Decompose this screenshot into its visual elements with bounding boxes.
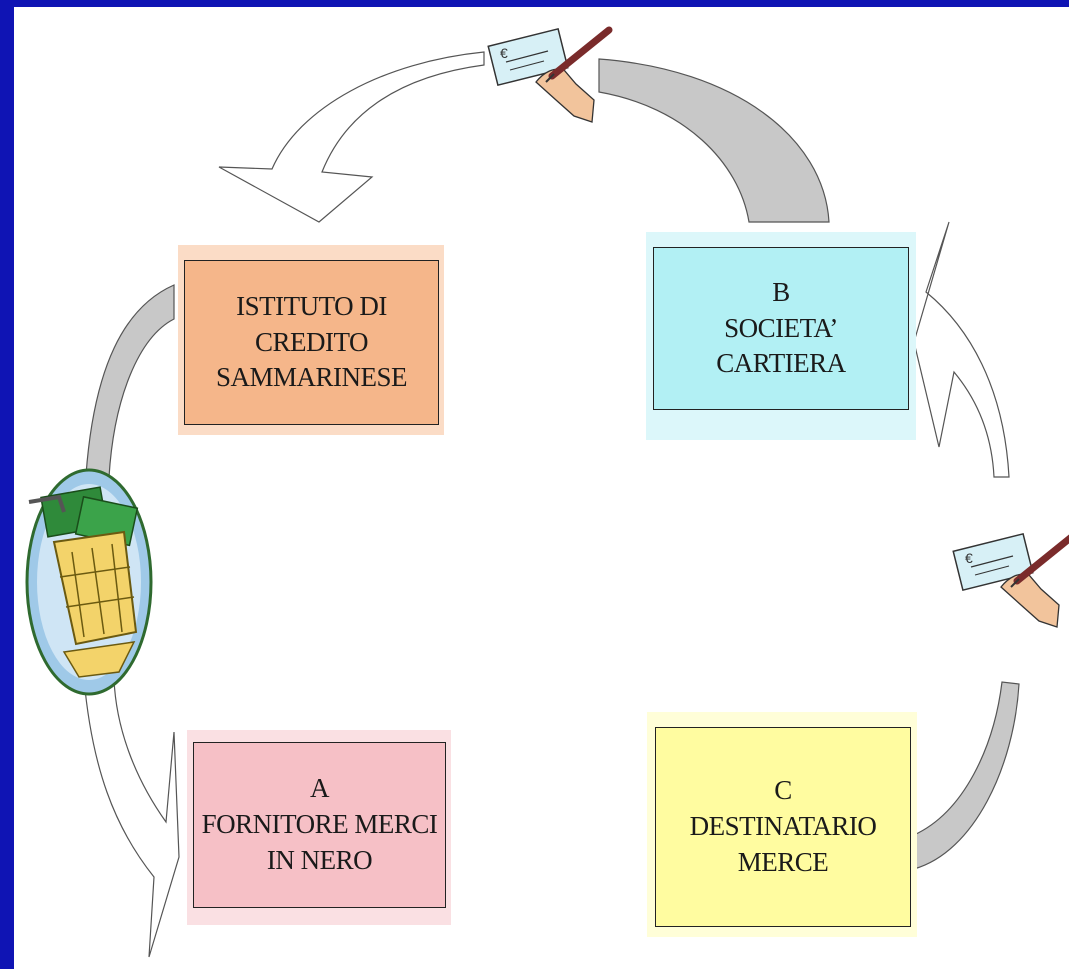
cheque-signing-icon: €	[952, 532, 1069, 628]
gray-arrow-c-to-cheque	[913, 681, 1020, 870]
istituto-line-2: CREDITO	[254, 326, 369, 357]
arrows-layer: € €	[25, 26, 1069, 958]
b-line-1: B	[772, 276, 790, 307]
shopping-cart-money-icon	[25, 468, 153, 696]
b-line-3: CARTIERA	[716, 348, 846, 379]
gray-arrow-cheque-to-b	[598, 58, 830, 223]
istituto-line-3: SAMMARINESE	[215, 362, 408, 393]
a-line-3: IN NERO	[266, 844, 373, 875]
white-arrow-cheque-to-istituto	[218, 51, 485, 223]
a-line-2: FORNITORE MERCI	[201, 809, 438, 840]
a-line-1: A	[310, 773, 330, 804]
white-arrow-cheque-to-b	[913, 221, 1010, 478]
cheque-signing-icon: €	[487, 26, 613, 123]
c-line-3: MERCE	[737, 846, 829, 877]
istituto-line-1: ISTITUTO DI	[236, 290, 387, 321]
c-line-1: C	[774, 775, 792, 806]
b-societa-cartiera-box: B SOCIETA’ CARTIERA	[653, 247, 909, 410]
istituto-credito-box: ISTITUTO DI CREDITO SAMMARINESE	[184, 260, 439, 425]
b-line-2: SOCIETA’	[724, 312, 838, 343]
svg-text:€: €	[965, 550, 973, 566]
gray-arrow-istituto-to-cart	[85, 284, 175, 478]
a-fornitore-box: A FORNITORE MERCI IN NERO	[193, 742, 446, 908]
white-arrow-cart-to-a	[83, 678, 180, 958]
c-line-2: DESTINATARIO	[689, 811, 877, 842]
c-destinatario-box: C DESTINATARIO MERCE	[655, 727, 911, 927]
svg-text:€: €	[500, 45, 508, 61]
diagram-canvas: € €	[14, 7, 1069, 969]
